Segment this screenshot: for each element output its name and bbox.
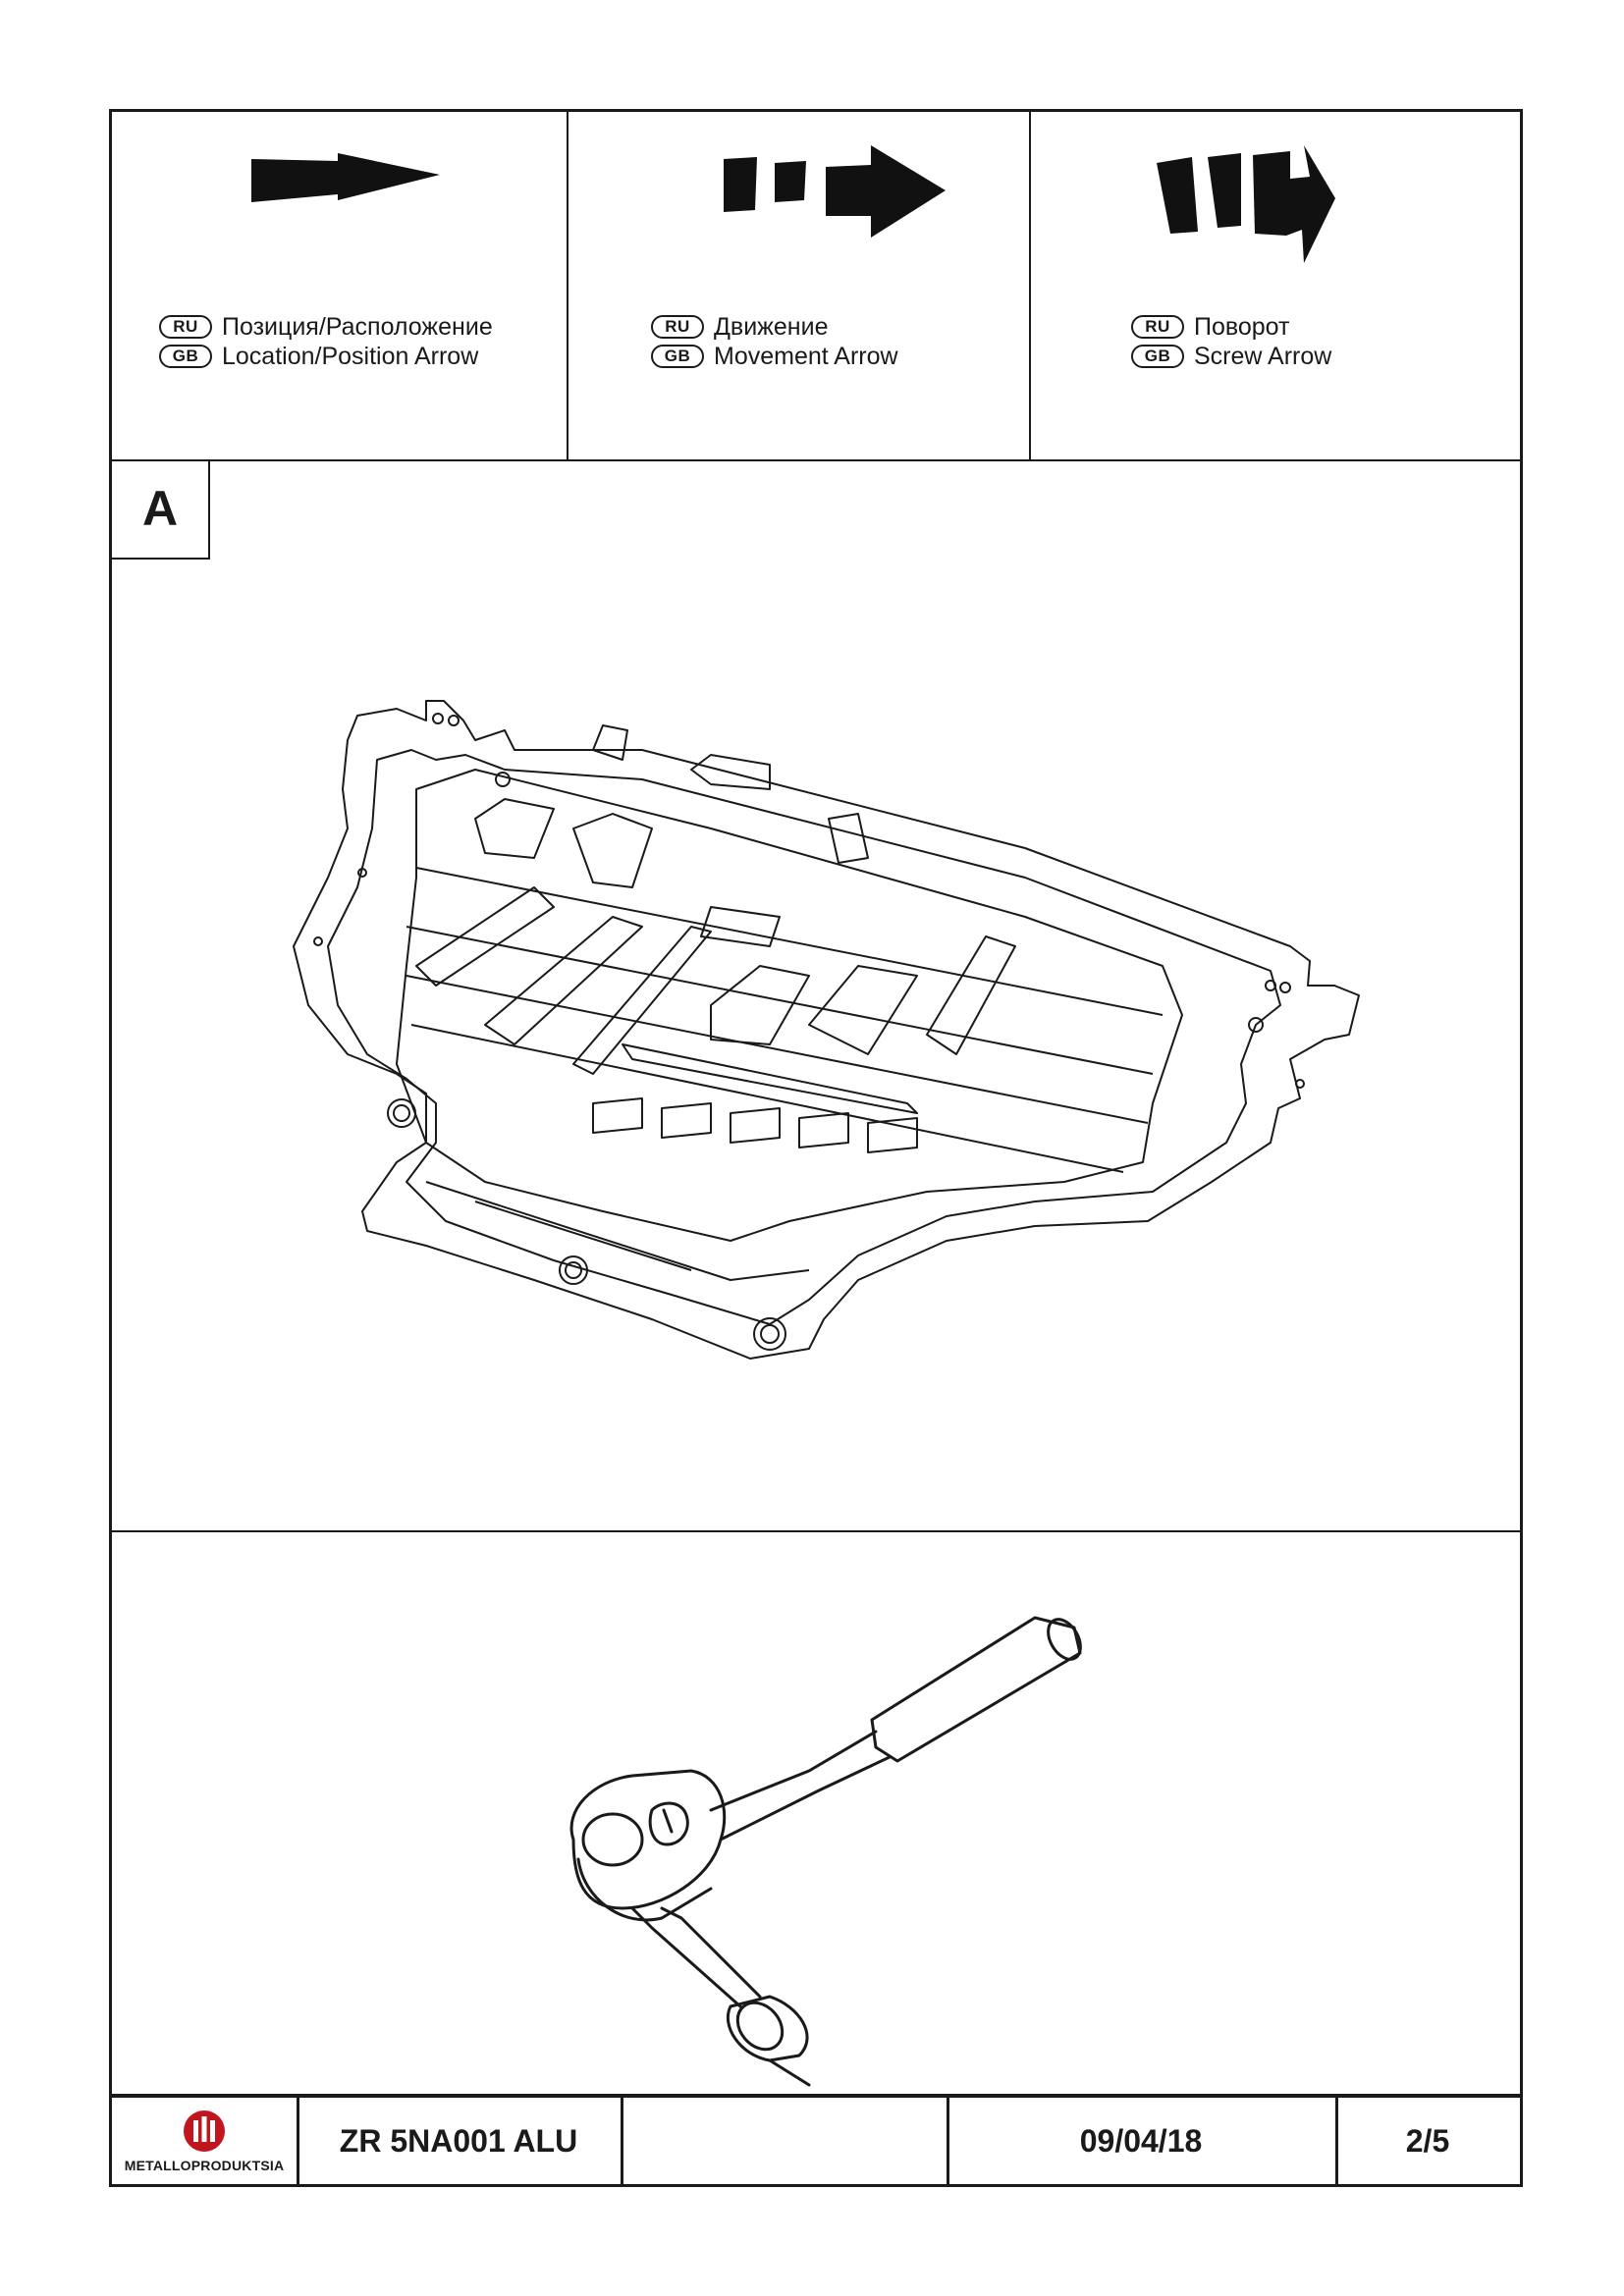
legend-gb-text: Movement Arrow [714, 343, 898, 370]
logo-text: METALLOPRODUKTSIA [124, 2158, 285, 2173]
section-divider [112, 1530, 1520, 1532]
legend-bottom-rule [112, 459, 1520, 461]
screw-arrow-icon [1157, 145, 1335, 263]
legend-divider [567, 112, 568, 459]
gb-badge: GB [159, 345, 212, 368]
movement-arrow-icon [724, 145, 946, 238]
gb-badge: GB [651, 345, 704, 368]
legend-screw: RU Поворот GB Screw Arrow [1029, 112, 1523, 459]
ratchet-wrench-icon [569, 1616, 1082, 2087]
legend-location: RU Позиция/Расположение GB Location/Positi… [112, 112, 567, 459]
ru-badge: RU [159, 315, 212, 339]
legend-gb-text: Screw Arrow [1194, 343, 1332, 370]
metalloproduktsia-logo-icon [184, 2110, 225, 2152]
company-logo: METALLOPRODUKTSIA [112, 2098, 297, 2184]
legend-ru-text: Позиция/Расположение [222, 313, 493, 341]
legend-divider [1029, 112, 1031, 459]
gb-badge: GB [1131, 345, 1184, 368]
blank-field [621, 2098, 947, 2184]
legend-ru-text: Поворот [1194, 313, 1290, 341]
part-number: ZR 5NA001 ALU [339, 2122, 578, 2159]
legend-ru-text: Движение [714, 313, 829, 341]
page-number: 2/5 [1405, 2122, 1450, 2159]
skid-plate-drawing [293, 700, 1360, 1360]
title-block: METALLOPRODUKTSIA ZR 5NA001 ALU 09/04/18… [112, 2094, 1520, 2184]
drawing-frame: RU Позиция/Расположение GB Location/Positi… [109, 109, 1523, 2187]
legend-movement: RU Движение GB Movement Arrow [567, 112, 1029, 459]
ru-badge: RU [1131, 315, 1184, 339]
ru-badge: RU [651, 315, 704, 339]
date: 09/04/18 [1079, 2122, 1203, 2159]
location-arrow-icon [251, 153, 440, 202]
legend-gb-text: Location/Position Arrow [222, 343, 479, 370]
section-label: A [112, 459, 210, 560]
